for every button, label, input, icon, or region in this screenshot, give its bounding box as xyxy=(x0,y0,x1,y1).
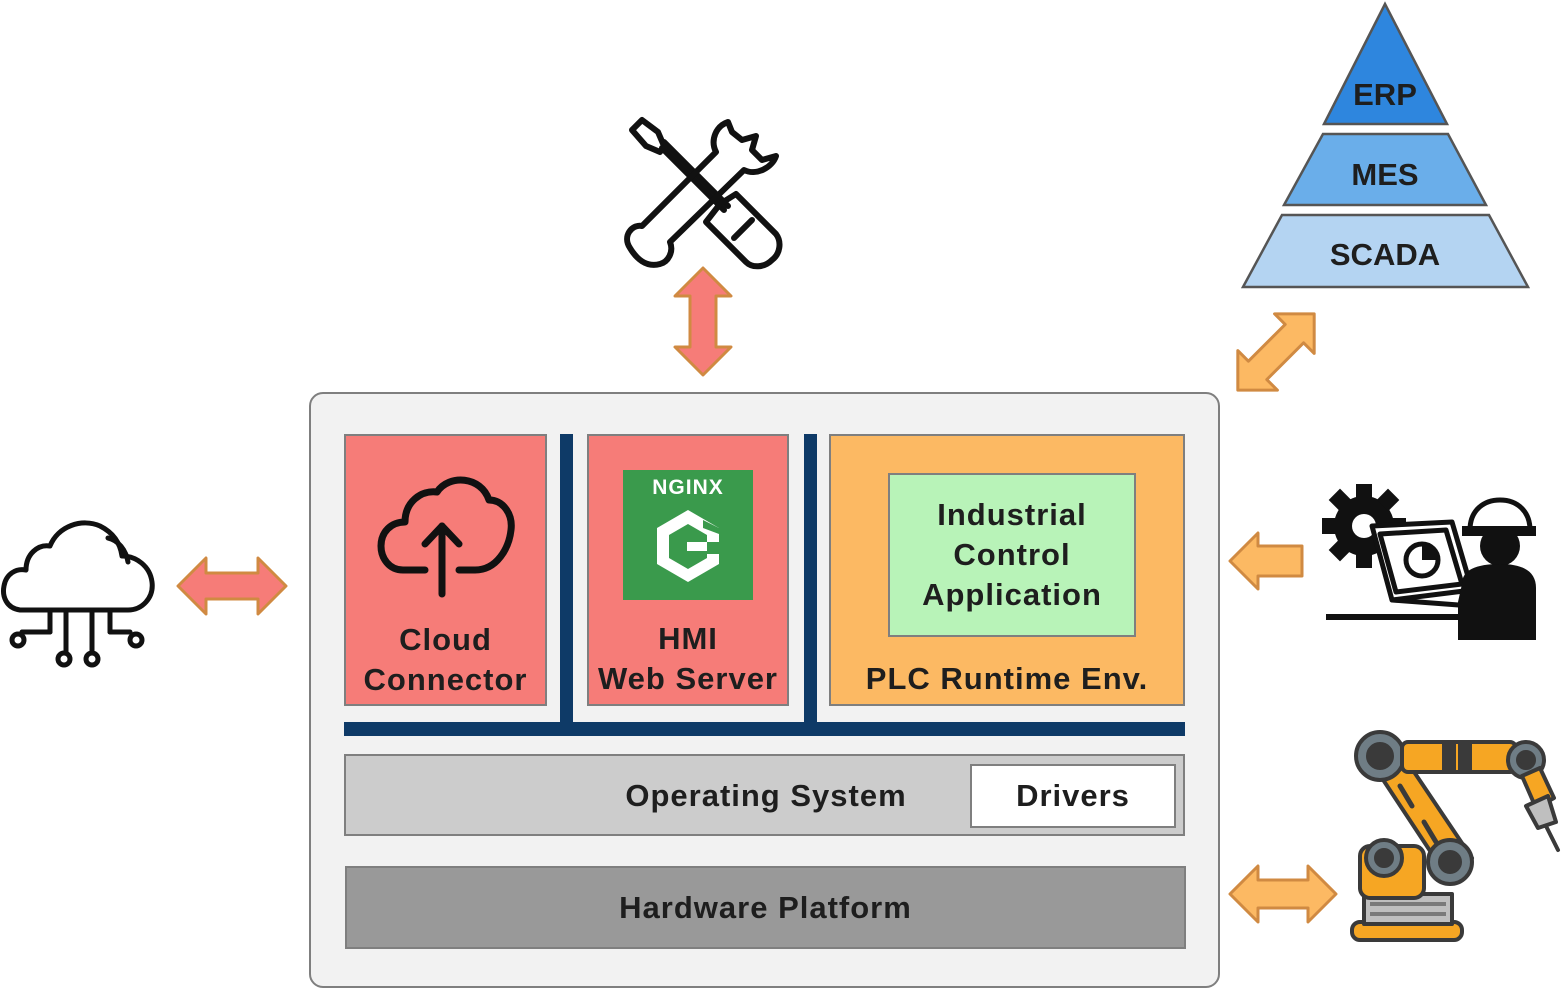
app-line-1: Industrial xyxy=(937,497,1087,532)
app-line-2: Control xyxy=(953,537,1071,572)
nginx-logo-text: NGINX xyxy=(652,476,724,499)
hmi-web-server-block: NGINX HMI Web Server xyxy=(587,434,789,706)
cloud-upload-icon xyxy=(377,476,515,598)
operating-system-layer: Operating System Drivers xyxy=(344,754,1185,836)
robot-arm-icon xyxy=(1350,730,1560,942)
robot-double-arrow xyxy=(1228,864,1338,924)
pyramid-double-arrow xyxy=(1236,312,1316,392)
nginx-g-icon xyxy=(657,510,719,582)
cloud-connector-line-2: Connector xyxy=(363,662,528,697)
industrial-control-app-block: Industrial Control Application xyxy=(888,473,1136,637)
hmi-line-2: Web Server xyxy=(597,661,778,696)
pyramid-scada-label: SCADA xyxy=(1329,237,1441,272)
bus-horizontal xyxy=(344,722,1185,736)
pyramid-erp-label: ERP xyxy=(1353,77,1417,112)
hmi-label: HMI Web Server xyxy=(589,619,787,699)
plc-runtime-label: PLC Runtime Env. xyxy=(865,661,1149,696)
bus-vertical-left xyxy=(560,434,573,736)
cloud-connector-block: Cloud Connector xyxy=(344,434,547,706)
cloud-double-arrow xyxy=(176,556,288,616)
plc-runtime-block: Industrial Control Application PLC Runti… xyxy=(829,434,1185,706)
pyramid-mes-label: MES xyxy=(1351,157,1419,192)
cloud-connector-line-1: Cloud xyxy=(399,622,492,657)
app-line-3: Application xyxy=(922,577,1102,612)
screwdriver-wrench-icon xyxy=(624,117,783,270)
industrial-control-app-label: Industrial Control Application xyxy=(890,495,1134,615)
operating-system-label: Operating System xyxy=(625,778,907,813)
tools-double-arrow xyxy=(673,266,733,377)
cloud-connector-label: Cloud Connector xyxy=(346,620,545,700)
hardware-platform-label: Hardware Platform xyxy=(619,890,912,925)
cloud-network-icon xyxy=(1,520,155,668)
engineer-arrow xyxy=(1228,531,1304,591)
drivers-block: Drivers xyxy=(970,764,1176,828)
drivers-label: Drivers xyxy=(1016,778,1130,813)
hardware-platform-layer: Hardware Platform xyxy=(345,866,1186,949)
nginx-logo: NGINX xyxy=(623,470,753,600)
hmi-line-1: HMI xyxy=(658,621,718,656)
engineer-workstation-icon xyxy=(1322,484,1536,640)
bus-vertical-right xyxy=(804,434,817,736)
